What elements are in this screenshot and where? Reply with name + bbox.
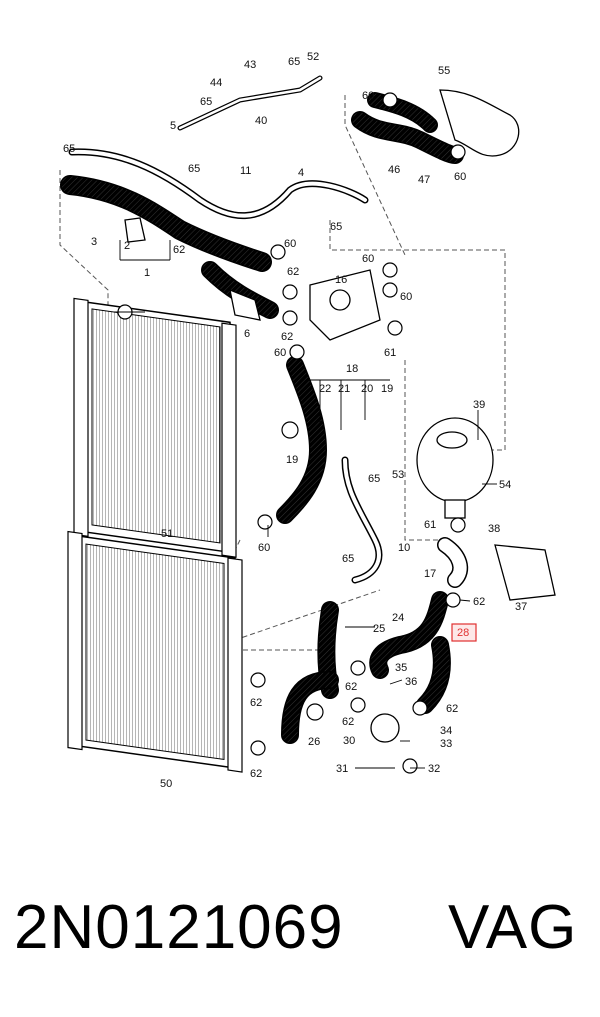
callout: 16 [335, 274, 347, 286]
radiator-upper [73, 297, 237, 558]
callout: 65 [330, 221, 342, 233]
callout: 43 [244, 59, 256, 71]
callout: 4 [298, 167, 304, 179]
callout: 39 [473, 399, 485, 411]
callout: 62 [281, 331, 293, 343]
callout: 52 [307, 51, 319, 63]
callout: 34 [440, 725, 452, 737]
callout: 65 [342, 553, 354, 565]
brand-label: VAG [448, 893, 578, 962]
callout: 21 [338, 383, 350, 395]
callout: 53 [392, 469, 404, 481]
callout: 65 [288, 56, 300, 68]
callout: 20 [361, 383, 373, 395]
part-number: 2N0121069 [14, 893, 344, 962]
callout: 62 [250, 697, 262, 709]
leader-lines [114, 240, 497, 769]
callout: 40 [255, 115, 267, 127]
parts-diagram: 43 65 52 44 55 65 40 5 60 65 65 11 46 47… [59, 51, 556, 790]
callout: 62 [345, 681, 357, 693]
callout: 5 [170, 120, 176, 132]
callout: 54 [499, 479, 511, 491]
callout: 31 [336, 763, 348, 775]
callout: 32 [428, 763, 440, 775]
components [124, 89, 556, 743]
callout: 65 [368, 473, 380, 485]
callout: 51 [161, 528, 173, 540]
callout: 62 [342, 716, 354, 728]
callout: 61 [384, 347, 396, 359]
dashed-guide-lines [59, 95, 506, 651]
highlight-box-28 [451, 623, 477, 642]
clamps [117, 92, 466, 774]
callout: 35 [395, 662, 407, 674]
callout: 19 [286, 454, 298, 466]
callout: 60 [284, 238, 296, 250]
callout: 1 [144, 267, 150, 279]
callout: 28 [457, 627, 469, 639]
callout: 60 [400, 291, 412, 303]
callout: 17 [424, 568, 436, 580]
callout: 50 [160, 778, 172, 790]
callout: 24 [392, 612, 404, 624]
callout: 62 [473, 596, 485, 608]
callout: 37 [515, 601, 527, 613]
callout: 10 [398, 542, 410, 554]
callout: 62 [250, 768, 262, 780]
callout: 44 [210, 77, 222, 89]
callout: 65 [188, 163, 200, 175]
callout: 18 [346, 363, 358, 375]
callout: 30 [343, 735, 355, 747]
callout: 22 [319, 383, 331, 395]
callout: 26 [308, 736, 320, 748]
callout: 36 [405, 676, 417, 688]
callout: 33 [440, 738, 452, 750]
callout: 62 [446, 703, 458, 715]
callout: 60 [274, 347, 286, 359]
callout: 2 [124, 240, 130, 252]
callout: 3 [91, 236, 97, 248]
callout: 25 [373, 623, 385, 635]
callout: 19 [381, 383, 393, 395]
callout: 62 [287, 266, 299, 278]
callout: 46 [388, 164, 400, 176]
callout: 60 [258, 542, 270, 554]
callout: 60 [362, 253, 374, 265]
hoses [60, 75, 469, 744]
callout: 65 [63, 143, 75, 155]
callout: 62 [173, 244, 185, 256]
callouts: 43 65 52 44 55 65 40 5 60 65 65 11 46 47… [63, 51, 527, 790]
callout: 60 [362, 90, 374, 102]
callout: 65 [200, 96, 212, 108]
callout: 38 [488, 523, 500, 535]
callout: 6 [244, 328, 250, 340]
radiator-lower [67, 530, 243, 773]
callout: 60 [454, 171, 466, 183]
callout: 55 [438, 65, 450, 77]
callout: 47 [418, 174, 430, 186]
callout: 11 [240, 165, 251, 177]
callout: 61 [424, 519, 436, 531]
